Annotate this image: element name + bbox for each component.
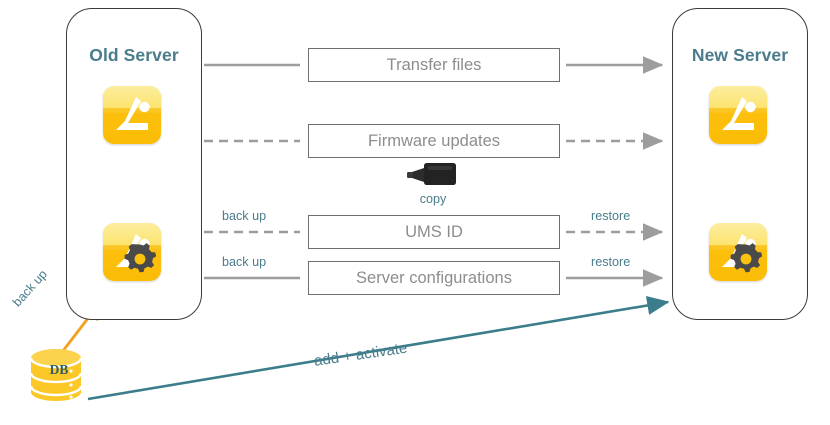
- transfer-item-label: UMS ID: [405, 222, 463, 241]
- usb-copy-label: copy: [419, 192, 447, 206]
- igel-ums-icon: [103, 223, 161, 281]
- transfer-item-label: Transfer files: [386, 55, 482, 74]
- caption-restore-ums-id: restore: [591, 209, 631, 223]
- transfer-item-label: Firmware updates: [367, 131, 501, 150]
- igel-logo-gear-glyph: [116, 234, 157, 273]
- new-server-title: New Server: [691, 45, 789, 65]
- transfer-item-transfer-files[interactable]: Transfer files: [308, 48, 560, 82]
- old-server-title: Old Server: [89, 45, 179, 65]
- old-server-container: Old Server: [66, 8, 202, 320]
- caption-add-activate: add + activate: [313, 339, 409, 370]
- usb-stick-icon: [407, 163, 456, 185]
- caption-backup-ums-id: back up: [222, 209, 267, 223]
- transfer-item-label: Server configurations: [356, 268, 512, 287]
- igel-logo-glyph: [722, 97, 756, 130]
- igel-os-icon: [709, 86, 767, 144]
- caption-backup-server-configurations: back up: [222, 255, 267, 269]
- igel-logo-glyph: [116, 97, 150, 130]
- igel-logo-gear-glyph: [722, 234, 763, 273]
- database-label: DB: [49, 362, 69, 377]
- igel-ums-icon: [709, 223, 767, 281]
- transfer-item-firmware-updates[interactable]: Firmware updates: [308, 124, 560, 158]
- transfer-item-ums-id[interactable]: UMS ID: [308, 215, 560, 249]
- transfer-item-server-configurations[interactable]: Server configurations: [308, 261, 560, 295]
- gear-icon: [124, 243, 157, 273]
- igel-os-icon: [103, 86, 161, 144]
- caption-backup-database: back up: [10, 267, 50, 310]
- caption-restore-server-configurations: restore: [591, 255, 631, 269]
- gear-icon: [730, 243, 763, 273]
